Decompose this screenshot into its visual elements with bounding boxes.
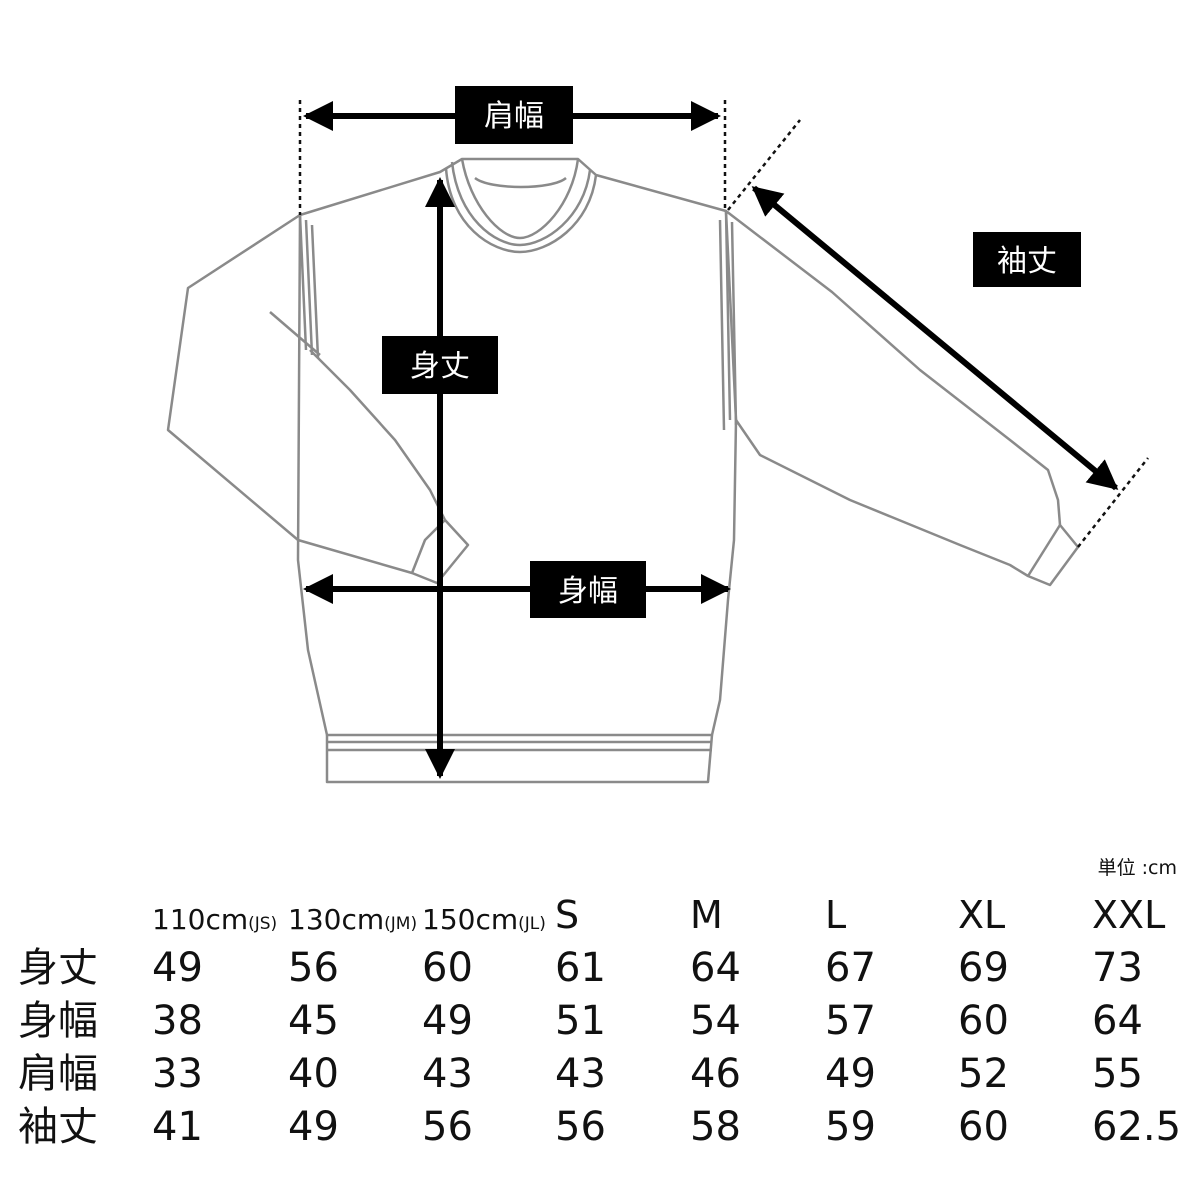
size-column-header: XXL bbox=[1092, 893, 1165, 937]
measurement-value: 33 bbox=[152, 1051, 203, 1097]
measurement-value: 67 bbox=[825, 945, 876, 991]
measurement-value: 52 bbox=[958, 1051, 1009, 1097]
size-column-header: L bbox=[825, 893, 846, 937]
size-column-header: 150cm(JL) bbox=[422, 898, 546, 946]
measurement-value: 54 bbox=[690, 998, 741, 1044]
measurement-value: 41 bbox=[152, 1104, 203, 1150]
measurement-value: 49 bbox=[422, 998, 473, 1044]
size-code: (JS) bbox=[248, 914, 278, 934]
measurement-value: 62.5 bbox=[1092, 1104, 1182, 1150]
measurement-value: 60 bbox=[958, 1104, 1009, 1150]
size-name: L bbox=[825, 893, 847, 937]
size-name: M bbox=[690, 893, 723, 937]
size-name: S bbox=[555, 893, 580, 937]
measurement-value: 69 bbox=[958, 945, 1009, 991]
shoulder-width-label: 肩幅 bbox=[455, 86, 573, 144]
measurement-value: 38 bbox=[152, 998, 203, 1044]
measurement-value: 61 bbox=[555, 945, 606, 991]
body-width-label: 身幅 bbox=[530, 561, 646, 618]
measurement-value: 49 bbox=[288, 1104, 339, 1150]
sweatshirt-outline bbox=[166, 157, 1080, 784]
measurement-value: 55 bbox=[1092, 1051, 1143, 1097]
measurement-value: 51 bbox=[555, 998, 606, 1044]
measurement-arrows bbox=[303, 101, 1119, 779]
measurement-value: 56 bbox=[422, 1104, 473, 1150]
size-column-header: 130cm(JM) bbox=[288, 898, 417, 946]
measurement-value: 40 bbox=[288, 1051, 339, 1097]
sleeve-length-label: 袖丈 bbox=[973, 232, 1081, 287]
measurement-row-label: 身丈 bbox=[18, 945, 98, 991]
size-name: 150cm bbox=[422, 903, 519, 936]
svg-text:身幅: 身幅 bbox=[558, 574, 618, 609]
measurement-value: 49 bbox=[825, 1051, 876, 1097]
body-length-label: 身丈 bbox=[382, 336, 498, 394]
measurement-value: 43 bbox=[555, 1051, 606, 1097]
measurement-value: 56 bbox=[288, 945, 339, 991]
svg-text:身丈: 身丈 bbox=[410, 349, 470, 384]
unit-label: 単位 :cm bbox=[1097, 857, 1177, 879]
measurement-value: 60 bbox=[958, 998, 1009, 1044]
size-code: (JL) bbox=[518, 914, 546, 934]
measurement-value: 64 bbox=[690, 945, 741, 991]
sleeve-length-arrow bbox=[751, 185, 1119, 491]
size-name: XXL bbox=[1092, 893, 1166, 937]
size-name: XL bbox=[958, 893, 1006, 937]
measurement-value: 60 bbox=[422, 945, 473, 991]
measurement-row-label: 身幅 bbox=[18, 998, 98, 1044]
measurement-value: 45 bbox=[288, 998, 339, 1044]
measurement-value: 73 bbox=[1092, 945, 1143, 991]
measurement-value: 64 bbox=[1092, 998, 1143, 1044]
measurement-value: 58 bbox=[690, 1104, 741, 1150]
size-name: 110cm bbox=[152, 903, 249, 936]
measurement-value: 59 bbox=[825, 1104, 876, 1150]
size-name: 130cm bbox=[288, 903, 385, 936]
measurement-value: 57 bbox=[825, 998, 876, 1044]
dotted-guides bbox=[298, 100, 1149, 548]
size-column-header: XL bbox=[958, 893, 1005, 937]
size-column-header: 110cm(JS) bbox=[152, 898, 277, 946]
measurement-value: 49 bbox=[152, 945, 203, 991]
measurement-value: 46 bbox=[690, 1051, 741, 1097]
measurement-row-label: 肩幅 bbox=[18, 1051, 98, 1097]
svg-text:肩幅: 肩幅 bbox=[484, 99, 544, 134]
measurement-value: 43 bbox=[422, 1051, 473, 1097]
measurement-row-label: 袖丈 bbox=[18, 1104, 98, 1150]
size-code: (JM) bbox=[384, 914, 418, 934]
size-column-header: S bbox=[555, 893, 579, 937]
sweatshirt-measurement-diagram: 肩幅 袖丈 身丈 身幅 bbox=[166, 86, 1149, 784]
svg-text:袖丈: 袖丈 bbox=[997, 244, 1057, 279]
size-column-header: M bbox=[690, 893, 723, 937]
measurement-value: 56 bbox=[555, 1104, 606, 1150]
